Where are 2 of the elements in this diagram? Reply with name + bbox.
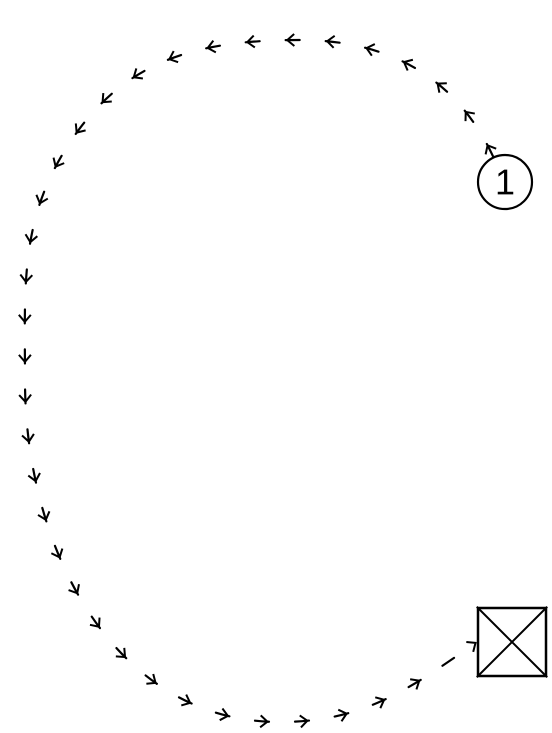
crossed-box — [476, 606, 548, 678]
arrow-trail — [18, 33, 497, 728]
